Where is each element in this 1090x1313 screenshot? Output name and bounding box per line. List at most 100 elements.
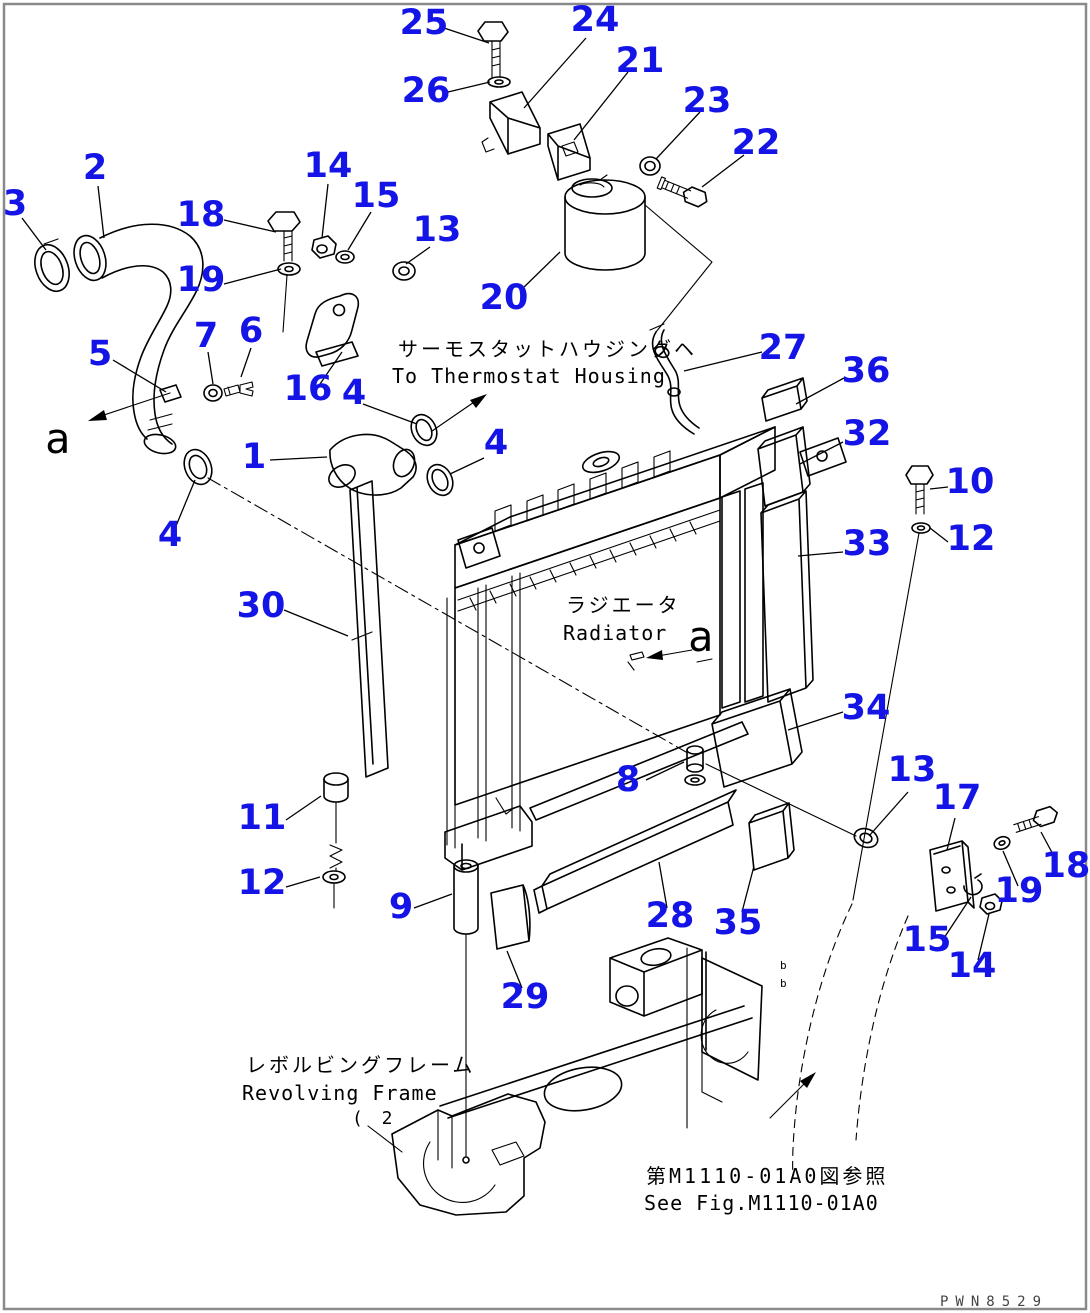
reference-arrows bbox=[88, 392, 816, 1119]
leader-line-1 bbox=[269, 456, 328, 461]
leader-line-5 bbox=[112, 359, 167, 393]
sleeve-9-drawing bbox=[453, 859, 479, 1164]
callout-30: 30 bbox=[237, 586, 286, 626]
revolving-frame-label-jp: レボルビングフレーム bbox=[246, 1053, 475, 1077]
radiator-drawing bbox=[444, 426, 847, 871]
callout-24: 24 bbox=[571, 0, 620, 40]
leader-line-10 bbox=[929, 486, 949, 490]
callout-20: 20 bbox=[480, 278, 529, 318]
clamp-3-drawing bbox=[34, 238, 70, 293]
hose-27-drawing bbox=[649, 323, 700, 435]
leader-line-28 bbox=[658, 861, 668, 909]
leader-line-15 bbox=[943, 896, 972, 939]
bracket-16-drawing bbox=[305, 292, 360, 367]
pad-30-shape bbox=[349, 480, 389, 778]
plug-11-drawing bbox=[322, 772, 349, 909]
leader-line-4 bbox=[175, 479, 196, 527]
leader-line-4 bbox=[362, 403, 418, 425]
leader-line-13 bbox=[868, 791, 909, 837]
callout-8: 8 bbox=[616, 760, 640, 800]
callout-22: 22 bbox=[732, 123, 781, 163]
leader-line-32 bbox=[799, 441, 844, 465]
leader-line-15 bbox=[347, 211, 372, 251]
callout-13: 13 bbox=[413, 210, 462, 250]
leader-line-17 bbox=[946, 817, 956, 851]
thermostat-label-jp: サーモスタットハウジングヘ bbox=[398, 337, 697, 361]
callout-4: 4 bbox=[484, 423, 508, 463]
callout-15: 15 bbox=[903, 920, 952, 960]
leader-line-19 bbox=[223, 268, 282, 285]
elbow-hose-1 bbox=[183, 413, 454, 497]
leader-line-6 bbox=[240, 347, 252, 378]
callout-29: 29 bbox=[501, 977, 550, 1017]
leader-lines bbox=[21, 27, 1057, 989]
leader-line-2 bbox=[97, 185, 105, 239]
leader-line-14 bbox=[321, 183, 329, 239]
callout-19: 19 bbox=[995, 871, 1044, 911]
leader-line-4 bbox=[449, 457, 485, 475]
callout-23: 23 bbox=[683, 81, 732, 121]
see-fig-label-jp: 第M1110-01A0図参照 bbox=[646, 1164, 888, 1188]
section-marker-a-mid: a bbox=[688, 612, 713, 661]
leader-line-11 bbox=[285, 795, 322, 821]
leader-line-18 bbox=[223, 219, 277, 233]
leader-line-14 bbox=[977, 913, 990, 961]
callout-12: 12 bbox=[238, 863, 287, 903]
callout-4: 4 bbox=[158, 515, 182, 555]
leader-line-34 bbox=[787, 711, 844, 731]
revolving-frame-drawing bbox=[367, 903, 909, 1216]
reservoir-tank-20 bbox=[564, 174, 713, 333]
callout-5: 5 bbox=[88, 334, 112, 374]
pad-29-shape bbox=[490, 884, 531, 950]
leader-line-30 bbox=[283, 609, 349, 637]
leader-line-26 bbox=[447, 81, 491, 93]
hardware-right bbox=[705, 465, 1059, 915]
thermostat-label-en: To Thermostat Housing bbox=[392, 364, 666, 388]
leader-line-24 bbox=[523, 37, 587, 109]
callout-6: 6 bbox=[239, 311, 263, 351]
callout-16: 16 bbox=[284, 369, 333, 409]
callout-18: 18 bbox=[1042, 846, 1090, 886]
section-marker-b-lower: b bbox=[780, 977, 787, 990]
pad-36-shape bbox=[761, 377, 808, 422]
leader-line-8 bbox=[645, 761, 685, 781]
callout-7: 7 bbox=[194, 316, 218, 356]
text-annotations: サーモスタットハウジングヘ To Thermostat Housing ラジエー… bbox=[45, 337, 1048, 1310]
leader-line-22 bbox=[701, 154, 745, 188]
leader-line-29 bbox=[506, 950, 523, 989]
callout-3: 3 bbox=[3, 184, 27, 224]
callout-1: 1 bbox=[242, 437, 266, 477]
leader-line-36 bbox=[795, 377, 845, 405]
callout-9: 9 bbox=[389, 887, 413, 927]
leader-line-33 bbox=[797, 551, 844, 557]
callout-4: 4 bbox=[342, 373, 366, 413]
section-marker-b-upper: b bbox=[780, 959, 787, 972]
callout-17: 17 bbox=[933, 778, 982, 818]
callout-26: 26 bbox=[402, 71, 451, 111]
leader-line-35 bbox=[741, 865, 755, 913]
hose-2-drawing bbox=[73, 223, 204, 455]
callout-32: 32 bbox=[843, 414, 892, 454]
watermark: PWN8529 bbox=[940, 1294, 1048, 1310]
section-marker-a-left: a bbox=[45, 414, 70, 463]
leader-line-7 bbox=[207, 351, 214, 385]
callout-33: 33 bbox=[843, 524, 892, 564]
callout-13: 13 bbox=[888, 750, 937, 790]
callout-19: 19 bbox=[177, 260, 226, 300]
callout-14: 14 bbox=[948, 946, 997, 986]
callout-11: 11 bbox=[238, 798, 287, 838]
leader-line-18 bbox=[1040, 831, 1057, 861]
radiator-label-jp: ラジエータ bbox=[566, 593, 681, 617]
callout-18: 18 bbox=[177, 195, 226, 235]
callout-14: 14 bbox=[304, 146, 353, 186]
callout-36: 36 bbox=[842, 351, 891, 391]
leader-line-20 bbox=[520, 251, 561, 291]
leader-line-23 bbox=[655, 111, 701, 160]
callout-35: 35 bbox=[714, 903, 763, 943]
leader-line-9 bbox=[413, 893, 453, 909]
pad-34-shape bbox=[711, 688, 803, 788]
see-fig-label-en: See Fig.M1110-01A0 bbox=[644, 1191, 879, 1215]
